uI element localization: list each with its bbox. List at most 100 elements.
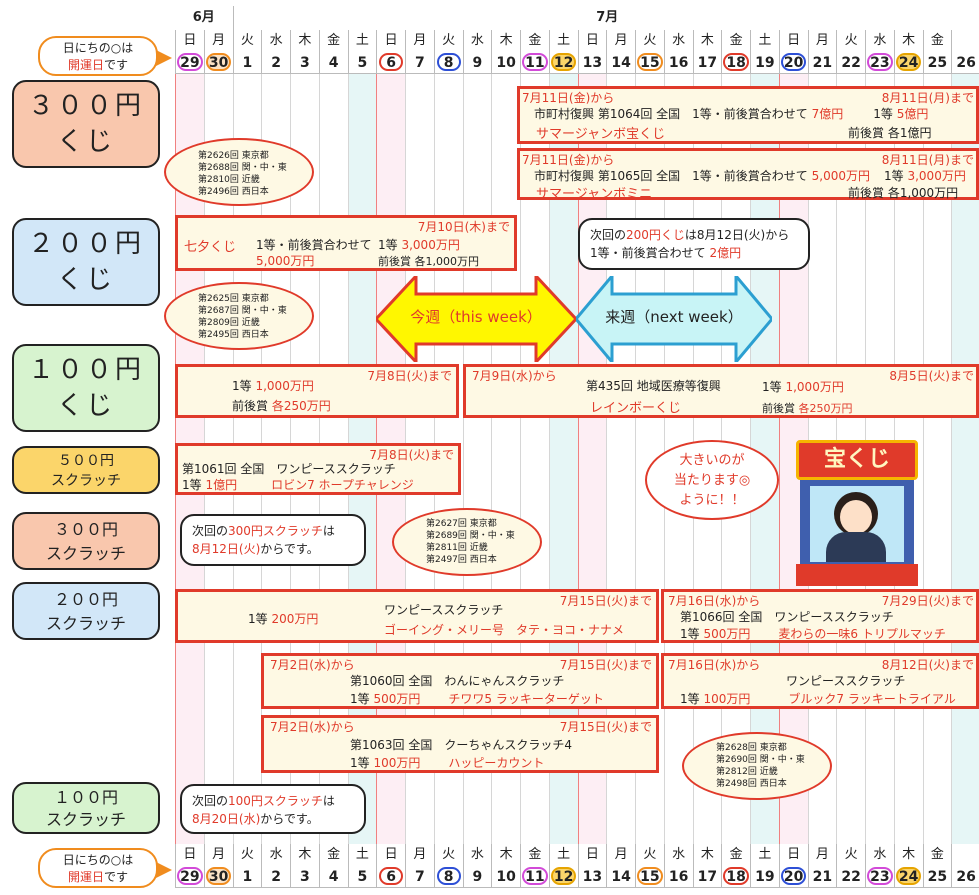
top-date: 15 bbox=[635, 52, 664, 74]
bottom-date: 9 bbox=[462, 866, 492, 888]
day-column bbox=[491, 6, 520, 886]
bottom-weekday: 土 bbox=[750, 844, 779, 866]
top-date: 13 bbox=[577, 52, 607, 74]
top-date: 10 bbox=[491, 52, 520, 74]
bottom-date: 2 bbox=[261, 866, 290, 888]
bottom-date: 15 bbox=[635, 866, 664, 888]
target-icon: ◎ bbox=[738, 473, 751, 488]
top-weekday: 水 bbox=[865, 30, 894, 52]
bottom-weekday: 月 bbox=[405, 844, 434, 866]
top-date: 26 bbox=[951, 52, 979, 74]
month-july: 7月 bbox=[232, 6, 979, 30]
top-date: 21 bbox=[807, 52, 837, 74]
top-weekday: 水 bbox=[261, 30, 290, 52]
label-100-scratch: １００円スクラッチ bbox=[12, 782, 160, 834]
top-weekday: 日 bbox=[778, 30, 808, 52]
s200-box-e: 7月2日(水)から 7月15日(火)まで 第1063回 全国 クーちゃんスクラッ… bbox=[261, 715, 659, 773]
bottom-weekday: 日 bbox=[577, 844, 607, 866]
next-week-label: 来週（next week） bbox=[605, 308, 743, 326]
bottom-date: 13 bbox=[577, 866, 607, 888]
bottom-weekday: 木 bbox=[893, 844, 923, 866]
this-week-label: 今週（this week） bbox=[410, 308, 542, 326]
bottom-date: 23 bbox=[865, 866, 894, 888]
bottom-weekday: 火 bbox=[836, 844, 865, 866]
top-weekday: 月 bbox=[807, 30, 837, 52]
legend-kaiun: 開運日 bbox=[67, 58, 104, 72]
bottom-weekday: 金 bbox=[922, 844, 952, 866]
top-weekday: 月 bbox=[405, 30, 434, 52]
bottom-weekday: 月 bbox=[203, 844, 233, 866]
clerk-face bbox=[840, 500, 872, 534]
top-weekday: 月 bbox=[203, 30, 233, 52]
clerk-body bbox=[826, 532, 886, 562]
summer-mini-name: サマージャンボミニ bbox=[536, 187, 653, 202]
top-weekday: 水 bbox=[462, 30, 492, 52]
bottom-date: 1 bbox=[232, 866, 262, 888]
lottery-booth-illustration: 宝くじ bbox=[796, 440, 918, 586]
bottom-weekday: 月 bbox=[807, 844, 837, 866]
bottom-date: 26 bbox=[951, 866, 979, 888]
summer-jumbo-box: 7月11日(金)から 8月11日(月)まで 市町村復興 第1064回 全国 1等… bbox=[517, 86, 979, 144]
label-200-scratch: ２００円スクラッチ bbox=[12, 582, 160, 640]
top-weekday: 月 bbox=[606, 30, 635, 52]
top-weekday: 金 bbox=[520, 30, 549, 52]
bottom-date: 10 bbox=[491, 866, 520, 888]
legend-arrow-bottom bbox=[156, 862, 172, 878]
draw-oval-3: 第2627回 東京都第2689回 関・中・東第2811回 近畿第2497回 西日… bbox=[392, 508, 542, 576]
bottom-date: 14 bbox=[606, 866, 635, 888]
bottom-date: 18 bbox=[721, 866, 750, 888]
top-date: 5 bbox=[347, 52, 377, 74]
bottom-weekday bbox=[951, 844, 979, 866]
top-date: 6 bbox=[376, 52, 405, 74]
this-week-arrow bbox=[376, 276, 576, 362]
tanabata-name: 七夕くじ bbox=[184, 240, 237, 255]
next-100-scratch-note: 次回の100円スクラッチは 8月20日(水)からです。 bbox=[180, 784, 366, 834]
good-luck-bubble: 大きいのが 当たります◎ ように！！ bbox=[645, 440, 779, 520]
top-weekday bbox=[951, 30, 979, 52]
k100-box-b: 7月9日(水)から 8月5日(火)まで 第435回 地域医療等復興 1等 1,0… bbox=[463, 364, 979, 418]
top-date: 17 bbox=[692, 52, 722, 74]
bottom-date: 12 bbox=[548, 866, 578, 888]
label-500-scratch: ５００円スクラッチ bbox=[12, 446, 160, 494]
bottom-weekday: 水 bbox=[462, 844, 492, 866]
top-weekday: 日 bbox=[175, 30, 204, 52]
bottom-weekday: 金 bbox=[721, 844, 750, 866]
bottom-date: 21 bbox=[807, 866, 837, 888]
top-weekday: 土 bbox=[347, 30, 377, 52]
booth-counter bbox=[796, 564, 918, 586]
bottom-weekday: 日 bbox=[778, 844, 808, 866]
top-date: 1 bbox=[232, 52, 262, 74]
bottom-weekday: 月 bbox=[606, 844, 635, 866]
summer-mini-box: 7月11日(金)から 8月11日(月)まで 市町村復興 第1065回 全国 1等… bbox=[517, 148, 979, 202]
draw-oval-1: 第2626回 東京都第2688回 関・中・東第2810回 近畿第2496回 西日… bbox=[164, 138, 314, 206]
bottom-date: 4 bbox=[318, 866, 348, 888]
legend-line1: 日にちの○は bbox=[62, 41, 134, 55]
bottom-weekday: 木 bbox=[692, 844, 722, 866]
top-date: 20 bbox=[778, 52, 808, 74]
top-date: 19 bbox=[750, 52, 779, 74]
bottom-date: 17 bbox=[692, 866, 722, 888]
s200-box-b: 7月16日(水)から 7月29日(火)まで 第1066回 全国 ワンピーススクラ… bbox=[661, 589, 979, 643]
top-weekday: 火 bbox=[635, 30, 664, 52]
top-date: 24 bbox=[893, 52, 923, 74]
label-300-scratch: ３００円スクラッチ bbox=[12, 512, 160, 570]
bottom-date: 30 bbox=[203, 866, 233, 888]
bottom-weekday: 水 bbox=[261, 844, 290, 866]
top-weekday: 日 bbox=[577, 30, 607, 52]
top-weekday: 火 bbox=[433, 30, 463, 52]
top-weekday: 土 bbox=[750, 30, 779, 52]
bottom-weekday: 木 bbox=[290, 844, 319, 866]
top-weekday: 木 bbox=[692, 30, 722, 52]
tanabata-box: 7月10日(木)まで 七夕くじ 1等・前後賞合わせて 1等 3,000万円 5,… bbox=[175, 215, 517, 271]
top-weekday: 火 bbox=[232, 30, 262, 52]
bottom-date: 22 bbox=[836, 866, 865, 888]
bottom-weekday: 火 bbox=[635, 844, 664, 866]
day-column bbox=[606, 6, 635, 886]
label-300-kuji: ３００円くじ bbox=[12, 80, 160, 168]
top-date: 18 bbox=[721, 52, 750, 74]
bottom-weekday: 木 bbox=[491, 844, 520, 866]
bottom-weekday: 金 bbox=[520, 844, 549, 866]
draw-oval-4: 第2628回 東京都第2690回 関・中・東第2812回 近畿第2498回 西日… bbox=[682, 732, 832, 800]
legend-line1: 日にちの○は bbox=[62, 853, 134, 867]
label-200-kuji: ２００円くじ bbox=[12, 218, 160, 306]
